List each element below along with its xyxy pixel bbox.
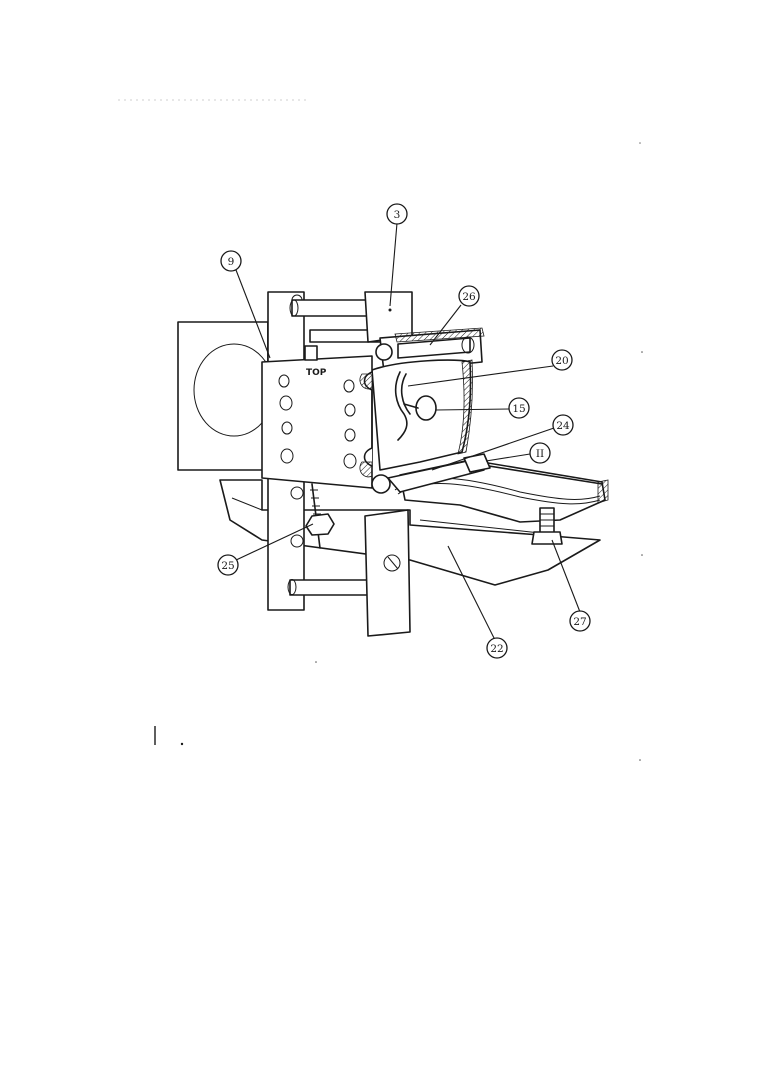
callout-24: 24: [552, 414, 574, 436]
callout-11-label: II: [536, 448, 544, 460]
scan-marks: [154, 142, 643, 761]
main-front-plate: TOP: [261, 345, 373, 489]
callout-11: II: [529, 442, 551, 464]
callout-15-label: 15: [512, 403, 525, 415]
callout-22-label: 22: [490, 643, 503, 655]
plate-cutout: [359, 371, 373, 478]
callout-22: 22: [486, 637, 508, 659]
callout-25: 25: [217, 554, 239, 576]
callout-20-label: 20: [555, 355, 568, 367]
lower-roller: [371, 453, 491, 494]
leader-lines: [233, 222, 581, 641]
right-lower-plate: [364, 509, 411, 637]
callout-15: 15: [508, 397, 530, 419]
callout-3-label: 3: [394, 209, 401, 221]
callout-26-label: 26: [462, 291, 476, 303]
callout-26: 26: [458, 285, 480, 307]
callout-9-label: 9: [228, 256, 235, 268]
lower-tray: [219, 479, 601, 586]
callout-20: 20: [551, 349, 573, 371]
callout-27-label: 27: [573, 616, 586, 628]
callout-9: 9: [220, 250, 242, 272]
callout-25-label: 25: [221, 560, 234, 572]
screw-27: [531, 507, 563, 545]
pin: [403, 395, 437, 421]
plate-top-label: TOP: [306, 368, 327, 378]
callout-3: 3: [386, 203, 408, 225]
motor-housing: [177, 321, 275, 471]
callout-24-label: 24: [556, 420, 570, 432]
spring-clip: [394, 371, 411, 441]
bolt-25: [305, 483, 335, 549]
callout-27: 27: [569, 610, 591, 632]
